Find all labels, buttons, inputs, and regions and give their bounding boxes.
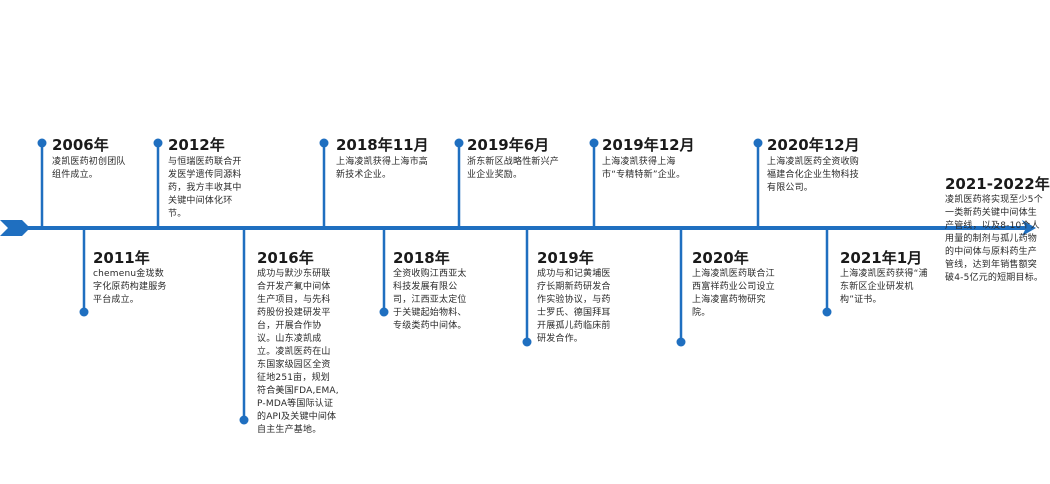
event-year: 2011年 [93,249,150,267]
event-dot [79,307,89,317]
event-dot [239,415,249,425]
event-text: 浙东新区战略性新兴产业企业奖励。 [467,157,560,180]
event-year: 2019年6月 [467,136,550,154]
event-year: 2021年1月 [840,249,923,267]
event-text: 上海凌凯医药联合江西富祥药业公司设立上海凌富药物研究院。 [692,269,775,318]
event-text: 凌凯医药初创团队组件成立。 [52,157,126,180]
event-dot [589,138,599,148]
event-year: 2019年 [537,249,594,267]
event-text: 上海凌凯获得上海市“专精特新”企业。 [602,157,686,180]
event-text: 与恒瑞医药联合开发医学遗传同源料药，我方丰收其中关键中间体化环节。 [168,157,242,219]
event-text: 上海凌凯获得上海市高新技术企业。 [336,157,429,180]
event-text: 凌凯医药将实现至少5个一类新药关键中间体生产管线，以及8-10个人用量的制剂与孤… [945,195,1044,283]
event-dot [676,337,686,347]
event-year: 2006年 [52,136,109,154]
event-year: 2018年 [393,249,450,267]
event-text: chemenu金珑数字化原药构建服务平台成立。 [93,269,167,305]
event-year: 2020年 [692,249,749,267]
event-text: 全资收购江西亚太科技发展有限公司，江西亚太定位于关键起始物料、专级类药中间体。 [393,269,467,331]
event-dot [379,307,389,317]
event-dot [37,138,47,148]
event-dot [153,138,163,148]
event-text: 成功与和记黄埔医疗长期新药研发合作实验协议，与药士罗氏、德国拜耳开展孤儿药临床前… [537,269,611,344]
event-text: 成功与默沙东研联合开发产氟中间体生产项目，与先科药股份投建研发平台，开展合作协议… [257,269,339,435]
event-year: 2021-2022年 [945,175,1050,193]
event-text: 上海凌凯医药获得“浦东新区企业研发机构”证书。 [840,269,928,305]
event-dot [319,138,329,148]
event-dot [822,307,832,317]
event-dot [753,138,763,148]
event-text: 上海凌凯医药全资收购福建合化企业生物科技有限公司。 [767,157,860,193]
arrow-head-icon [1022,220,1036,236]
event-year: 2016年 [257,249,314,267]
event-year: 2019年12月 [602,136,695,154]
event-dot [522,337,532,347]
event-year: 2018年11月 [336,136,429,154]
event-dot [454,138,464,148]
axis-tail-icon [0,220,30,236]
event-year: 2012年 [168,136,225,154]
event-year: 2020年12月 [767,136,860,154]
